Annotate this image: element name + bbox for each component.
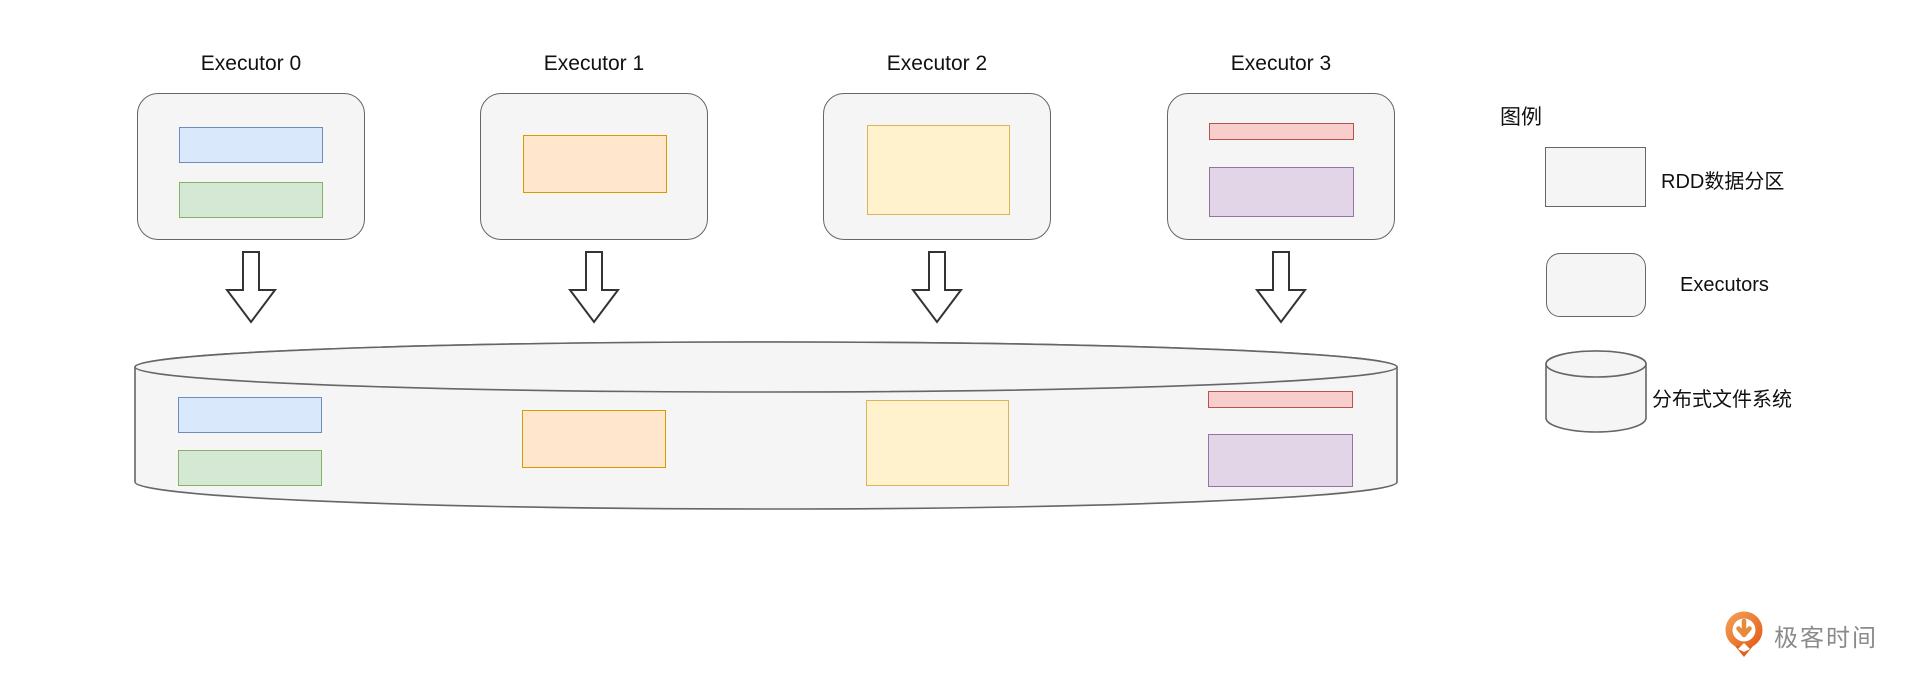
dfs-partition-red — [1208, 391, 1353, 408]
executor-box — [1167, 93, 1395, 240]
rdd-partition-blue — [179, 127, 323, 163]
down-arrow-icon — [1255, 251, 1307, 324]
executor-box — [137, 93, 365, 240]
dfs-partition-blue — [178, 397, 322, 433]
rdd-partition-red — [1209, 123, 1354, 140]
legend-item-label: 分布式文件系统 — [1652, 389, 1792, 411]
executor-label: Executor 0 — [200, 52, 302, 75]
rdd-partition-orange — [523, 135, 667, 193]
legend-item-label: Executors — [1680, 274, 1769, 296]
legend-cylinder-icon — [1545, 350, 1647, 433]
rdd-partition-purple — [1209, 167, 1354, 217]
down-arrow-icon — [568, 251, 620, 324]
down-arrow-icon — [911, 251, 963, 324]
executor-label: Executor 3 — [1230, 52, 1332, 75]
brand-name: 极客时间 — [1774, 624, 1878, 652]
rdd-partition-yellow — [867, 125, 1010, 215]
dfs-partition-orange — [522, 410, 666, 468]
down-arrow-icon — [225, 251, 277, 324]
legend-swatch-executor — [1546, 253, 1646, 317]
brand-watermark: 极客时间 — [1722, 608, 1878, 660]
legend-title: 图例 — [1500, 106, 1542, 129]
executor-box — [823, 93, 1051, 240]
dfs-partition-purple — [1208, 434, 1353, 487]
legend-item-label: RDD数据分区 — [1661, 171, 1785, 193]
rdd-partition-green — [179, 182, 323, 218]
executor-box — [480, 93, 708, 240]
dfs-cylinder — [134, 341, 1398, 510]
executor-label: Executor 1 — [543, 52, 645, 75]
executor-label: Executor 2 — [886, 52, 988, 75]
dfs-partition-green — [178, 450, 322, 486]
brand-logo-icon — [1725, 611, 1763, 657]
dfs-partition-yellow — [866, 400, 1009, 486]
legend-swatch-rdd-partition — [1545, 147, 1646, 207]
